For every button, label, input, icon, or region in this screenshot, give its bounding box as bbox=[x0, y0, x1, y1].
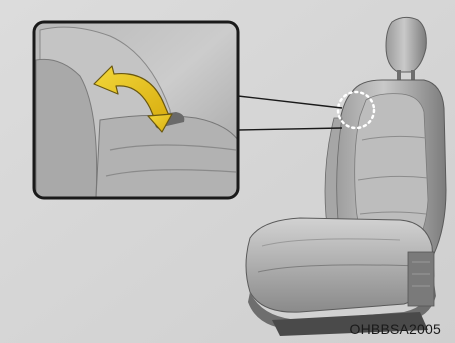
figure-code: OHBBSA2005 bbox=[350, 321, 442, 337]
inset-detail bbox=[34, 22, 238, 198]
seat-headrest bbox=[386, 17, 426, 72]
